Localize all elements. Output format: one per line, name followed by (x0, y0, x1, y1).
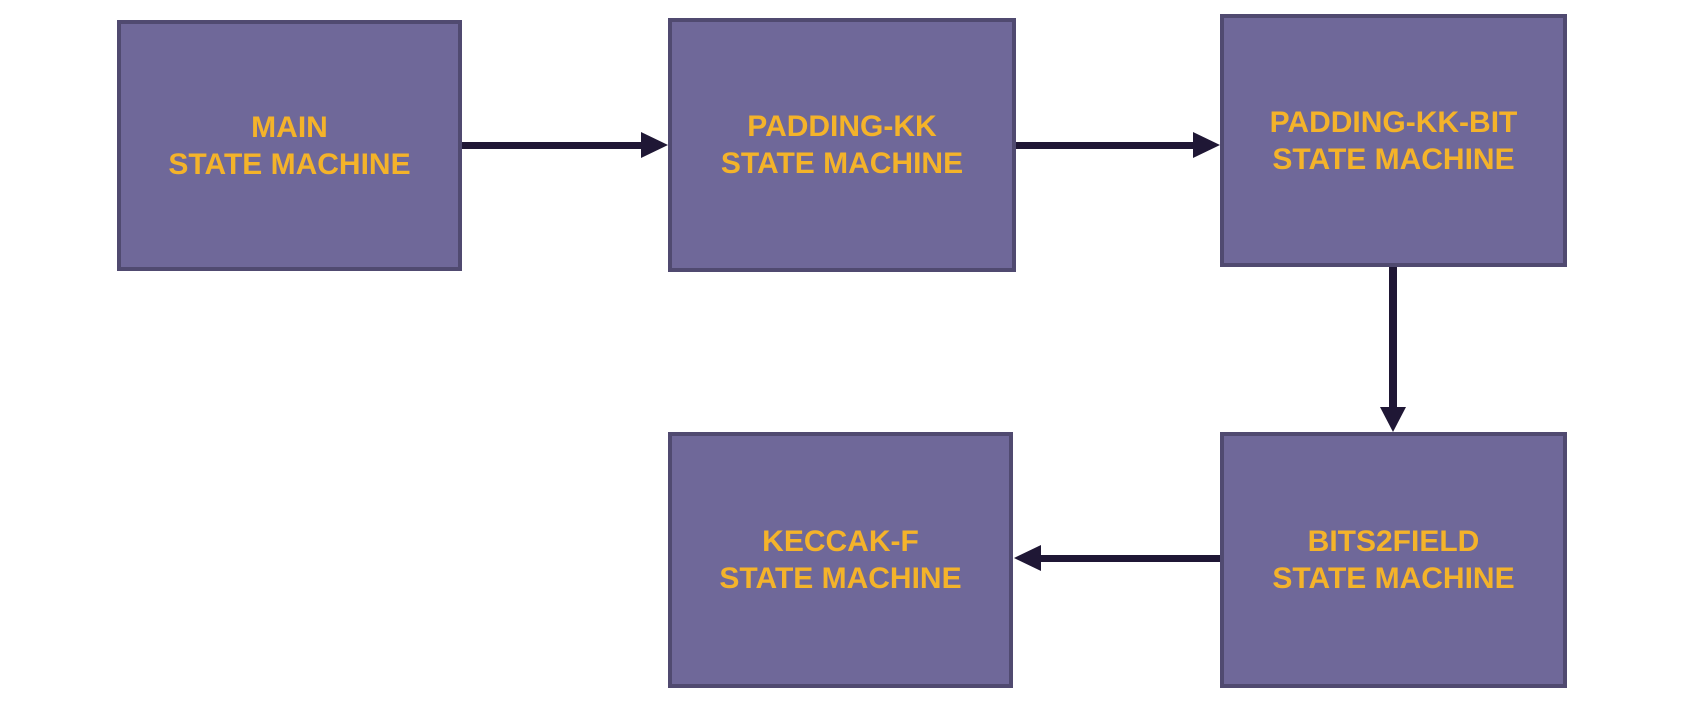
node-label-line2: STATE MACHINE (168, 147, 411, 181)
node-padding-kk-bit-label: PADDING-KK-BIT STATE MACHINE (1270, 104, 1518, 178)
node-keccak-f-label: KECCAK-F STATE MACHINE (719, 523, 961, 597)
arrow-main-to-padding-kk-shaft (462, 142, 644, 149)
arrow-bits2field-to-keccak-f-head (1014, 545, 1041, 571)
node-padding-kk-label: PADDING-KK STATE MACHINE (721, 108, 963, 182)
node-label-line2: STATE MACHINE (719, 562, 962, 595)
node-main-state-machine: MAIN STATE MACHINE (117, 20, 462, 271)
node-label-line2: STATE MACHINE (720, 147, 964, 180)
node-label-line2: STATE MACHINE (1272, 142, 1515, 176)
arrow-bits2field-to-keccak-f-shaft (1039, 555, 1220, 562)
node-label-line1: PADDING-KK (747, 110, 937, 143)
arrow-padding-kk-bit-to-bits2field-shaft (1389, 267, 1397, 409)
node-bits2field-label: BITS2FIELD STATE MACHINE (1272, 523, 1514, 597)
node-label-line2: STATE MACHINE (1272, 562, 1515, 595)
node-padding-kk-state-machine: PADDING-KK STATE MACHINE (668, 18, 1016, 272)
node-label-line1: MAIN (251, 110, 328, 144)
arrow-padding-kk-bit-to-bits2field-head (1380, 407, 1406, 432)
arrow-padding-kk-to-padding-kk-bit-head (1193, 132, 1220, 158)
node-padding-kk-bit-state-machine: PADDING-KK-BIT STATE MACHINE (1220, 14, 1567, 267)
arrow-main-to-padding-kk-head (641, 132, 668, 158)
node-label-line1: BITS2FIELD (1307, 525, 1480, 558)
node-main-label: MAIN STATE MACHINE (168, 109, 410, 183)
node-label-line1: PADDING-KK-BIT (1269, 105, 1518, 139)
arrow-padding-kk-to-padding-kk-bit-shaft (1016, 142, 1195, 149)
node-label-line1: KECCAK-F (762, 525, 919, 558)
node-keccak-f-state-machine: KECCAK-F STATE MACHINE (668, 432, 1013, 688)
node-bits2field-state-machine: BITS2FIELD STATE MACHINE (1220, 432, 1567, 688)
